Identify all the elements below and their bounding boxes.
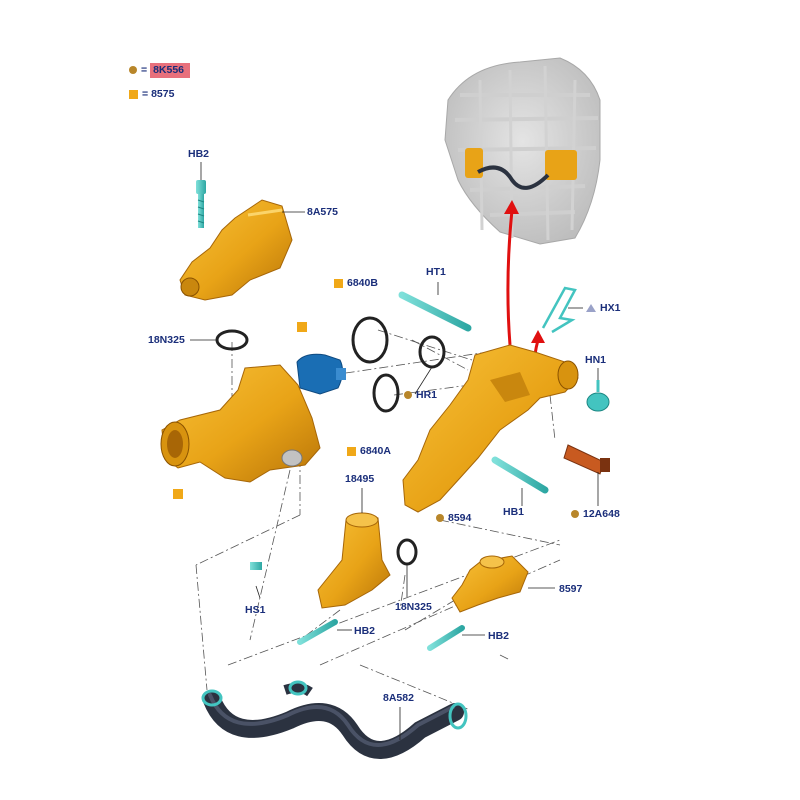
label-6840a: 6840A [347,445,391,457]
circle-marker-icon [436,514,444,523]
label-hs1: HS1 [245,604,266,616]
square-marker-icon [129,89,138,99]
square-marker-icon [334,278,343,288]
assembly-lines [195,329,561,711]
square-marker-thermostat [297,322,307,332]
engine-ghost-image [444,57,601,245]
ring-hr1 [418,335,446,369]
label-hb2-right: HB2 [488,630,510,642]
label-8594: 8594 [436,512,471,524]
label-hn1: HN1 [585,354,607,366]
stud-ht1 [398,291,472,332]
part-8597 [451,555,529,613]
part-18495 [317,512,391,609]
sensor-12a648 [563,444,610,475]
part-thermostat-housing-left [160,364,321,483]
legend-circle-code: 8K556 [150,63,191,78]
hose-8a582 [201,680,468,759]
label-18n325-left: 18N325 [148,334,185,346]
label-hr1: HR1 [404,389,437,401]
bolt-hb2-top [196,180,206,228]
gasket-6840b [351,316,389,364]
label-8a582: 8A582 [383,692,414,704]
circle-marker-icon [571,510,579,519]
label-hb2-mid: HB2 [354,625,376,637]
label-8597: 8597 [559,583,583,595]
bolt-hb2-right [427,625,465,651]
label-hx1: HX1 [586,302,620,314]
legend-square-code: 8575 [151,88,175,100]
clip-hx1 [541,286,577,334]
label-ht1: HT1 [426,266,446,278]
square-marker-housing [173,489,183,499]
bolt-hb1 [491,456,549,494]
red-arrow-head-small [531,330,545,343]
leader-lines [190,162,599,740]
part-8594 [402,344,579,513]
circle-marker-icon [129,66,137,75]
triangle-marker-icon [586,304,596,313]
thermostat-element-blue [296,353,346,395]
label-hb1: HB1 [503,506,525,518]
gasket-6840a [372,373,400,413]
label-8a575: 8A575 [307,206,338,218]
label-12a648: 12A648 [571,508,620,520]
part-8a575 [179,199,293,301]
legend-circle-row: = 8K556 [129,63,191,78]
label-6840b: 6840B [334,277,378,289]
label-hb2-top: HB2 [188,148,210,160]
square-marker-icon [347,446,356,456]
o-ring-18n325-mid [396,538,418,566]
red-arrow-head-main [504,200,519,214]
label-18495: 18495 [345,473,375,485]
circle-marker-icon [404,391,412,400]
bolt-hb2-mid [297,619,338,645]
label-18n325-mid: 18N325 [395,601,432,613]
cap-hn1 [586,380,610,412]
legend-square-row: = 8575 [129,88,174,100]
stud-hs1 [250,562,262,585]
